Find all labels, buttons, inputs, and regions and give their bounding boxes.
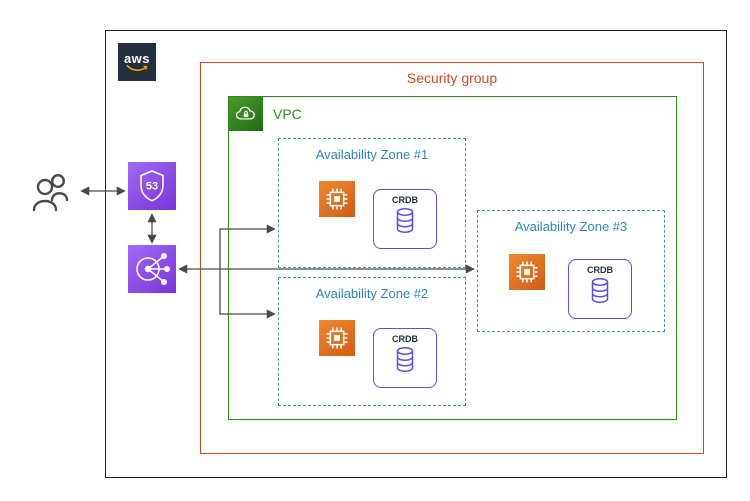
crdb-node-label: CRDB (587, 265, 613, 275)
crdb-node-label: CRDB (392, 195, 418, 205)
ec2-instance-icon (319, 320, 355, 356)
crdb-node-label: CRDB (392, 334, 418, 344)
vpc-label: VPC (273, 106, 302, 122)
security-group-container: Security group (200, 62, 704, 454)
availability-zone-1-label: Availability Zone #1 (315, 147, 429, 162)
aws-logo: aws (118, 43, 156, 81)
availability-zone-3: Availability Zone #3 CRDB (477, 210, 665, 332)
aws-logo-text: aws (123, 51, 151, 66)
availability-zone-2: Availability Zone #2 CRDB (278, 277, 466, 406)
availability-zone-3-label: Availability Zone #3 (514, 219, 628, 234)
crdb-node: CRDB (373, 328, 437, 388)
database-cylinder-icon (396, 347, 414, 372)
ec2-instance-icon (319, 181, 355, 217)
elastic-load-balancing-icon (128, 245, 176, 293)
ec2-instance-icon (509, 254, 545, 290)
aws-smile-icon (126, 65, 148, 72)
security-group-label: Security group (406, 70, 498, 86)
aws-cloud-container: aws (105, 30, 727, 478)
vpc-cloud-lock-icon (229, 97, 263, 131)
database-cylinder-icon (396, 208, 414, 233)
availability-zone-2-label: Availability Zone #2 (315, 286, 429, 301)
crdb-node: CRDB (568, 259, 632, 319)
users-icon (32, 173, 69, 212)
database-cylinder-icon (591, 278, 609, 303)
availability-zone-1: Availability Zone #1 CRDB (278, 138, 466, 268)
route53-shield-icon: 53 (128, 162, 176, 210)
route53-number: 53 (146, 181, 158, 193)
crdb-node: CRDB (373, 189, 437, 249)
